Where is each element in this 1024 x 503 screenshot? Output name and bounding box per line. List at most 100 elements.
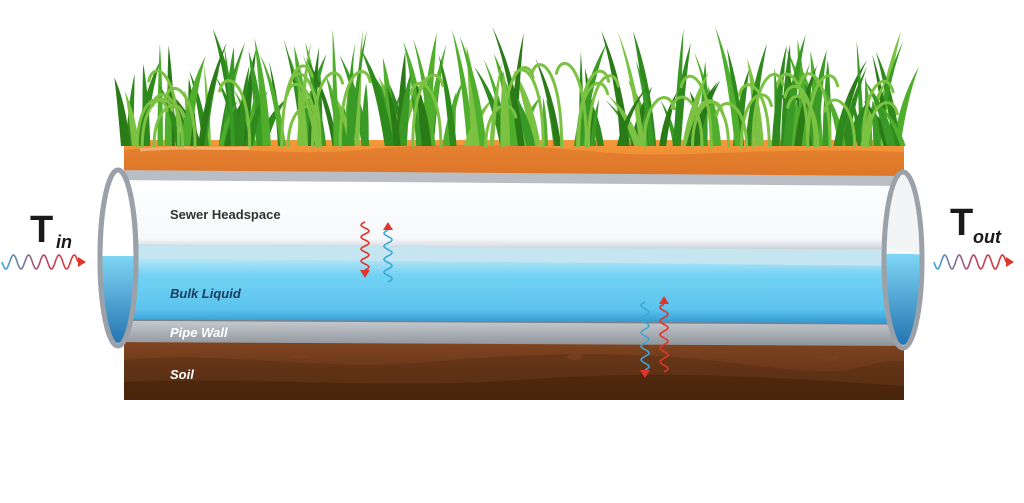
- inlet-symbol: T: [30, 209, 53, 251]
- grass-blade-curl: [697, 99, 731, 148]
- heat-flux-up-headspace: [383, 229, 393, 283]
- arrowhead-icon: [659, 296, 669, 304]
- label-bulk-liquid: Bulk Liquid: [170, 286, 242, 301]
- grass-blade: [783, 34, 806, 147]
- grass-blade-curl: [411, 73, 445, 148]
- arrowhead-icon: [78, 257, 86, 267]
- grass-blade: [114, 77, 130, 146]
- headspace-region: [112, 176, 906, 250]
- grass-blade-curl: [484, 104, 518, 148]
- grass-blade: [715, 26, 742, 147]
- grass-blade: [305, 56, 338, 146]
- grass-blade: [349, 29, 368, 147]
- outlet-subscript: out: [973, 227, 1002, 247]
- inlet-wave-line: [1, 254, 79, 270]
- grass-blade-curl: [786, 94, 820, 148]
- grass-blade-curl: [147, 69, 181, 148]
- grass-blade: [248, 50, 266, 146]
- grass-blade: [605, 100, 637, 146]
- grass-blade-curl: [865, 101, 899, 148]
- grass-blade: [489, 60, 503, 147]
- grass-blade: [771, 44, 787, 146]
- pipe: [111, 170, 907, 346]
- outlet-heat-wave-icon: [933, 254, 1014, 270]
- grass-blade-curl: [739, 93, 773, 148]
- grass-blade: [590, 98, 600, 146]
- grass-blade: [745, 43, 767, 146]
- grass-blade-curl: [806, 74, 840, 148]
- grass-blade-curl: [861, 79, 895, 148]
- grass-blade: [672, 43, 691, 146]
- outlet-wave-line: [933, 254, 1007, 270]
- grass-blade-curl: [670, 95, 704, 148]
- inlet-subscript: in: [56, 232, 72, 252]
- outlet-temperature: T out: [933, 202, 1014, 270]
- grass-blade-curl: [285, 83, 319, 148]
- grass-blade: [438, 54, 457, 147]
- grass-blade: [690, 80, 721, 146]
- grass-blade: [415, 82, 432, 146]
- pipe-right-end: [881, 169, 925, 351]
- grass-blade: [360, 48, 395, 146]
- grass-blade: [223, 44, 236, 147]
- pipe-wall-region: [112, 320, 906, 346]
- grass-blade-curl: [218, 79, 252, 148]
- grass-blade: [254, 38, 271, 146]
- grass-blade: [513, 69, 541, 146]
- grass-blade: [180, 55, 206, 146]
- grass-blade: [874, 99, 906, 146]
- grass-blade: [260, 54, 286, 146]
- bulk-liquid-region: [112, 258, 906, 326]
- grass-blade: [236, 65, 250, 146]
- arrowhead-icon: [360, 270, 370, 278]
- grass-blade: [535, 58, 562, 146]
- arrowhead-icon: [383, 222, 393, 230]
- grass-blade: [635, 60, 655, 146]
- grass-blade: [198, 42, 227, 147]
- grass-blade: [608, 95, 642, 146]
- grass-blade-curl: [679, 74, 713, 148]
- grass-blade-curl: [554, 62, 588, 148]
- label-soil: Soil: [170, 367, 194, 382]
- grass-blade-curl: [338, 70, 372, 148]
- grass-blade-curl: [751, 73, 785, 148]
- grass-blade-curl: [311, 71, 345, 148]
- grass-blade: [124, 91, 139, 146]
- grass-blade-curl: [715, 102, 749, 148]
- grass-blade-curl: [783, 85, 817, 148]
- grass-blade-curl: [530, 63, 564, 148]
- grass-blade: [474, 66, 508, 146]
- grass-blade-curl: [163, 87, 197, 148]
- grass-blade: [410, 89, 422, 146]
- grass-blade: [459, 36, 487, 146]
- grass-blade-curl: [737, 83, 771, 148]
- inlet-heat-wave-icon: [1, 254, 86, 270]
- grass-blade-curl: [280, 64, 314, 148]
- grass-blade: [834, 92, 851, 146]
- grass-blade: [573, 43, 607, 146]
- grass-blade-curl: [409, 81, 443, 148]
- label-pipe-wall: Pipe Wall: [170, 325, 228, 340]
- grass-blade-curl: [140, 97, 174, 148]
- heat-flux-up-wall: [659, 303, 669, 373]
- arrowhead-icon: [640, 370, 650, 378]
- pipe-left-end: [97, 167, 139, 349]
- grass-blade-curl: [150, 93, 184, 148]
- pipe-top-wall: [112, 170, 906, 186]
- outlet-symbol: T: [950, 202, 973, 244]
- grass-blade-curl: [286, 104, 320, 148]
- heat-flux-down-headspace: [360, 221, 370, 271]
- grass-blade: [616, 86, 648, 146]
- heat-flux-arrows: [360, 221, 669, 378]
- grass-blade: [298, 84, 309, 146]
- grass-blade: [451, 29, 474, 146]
- grass-blade-curl: [642, 96, 676, 148]
- grass-blade-curl: [798, 72, 832, 148]
- label-sewer-headspace: Sewer Headspace: [170, 207, 281, 222]
- arrowhead-icon: [1006, 257, 1014, 267]
- grass-blade: [892, 66, 919, 146]
- grass-blade: [864, 81, 896, 146]
- grass-blade: [617, 32, 645, 146]
